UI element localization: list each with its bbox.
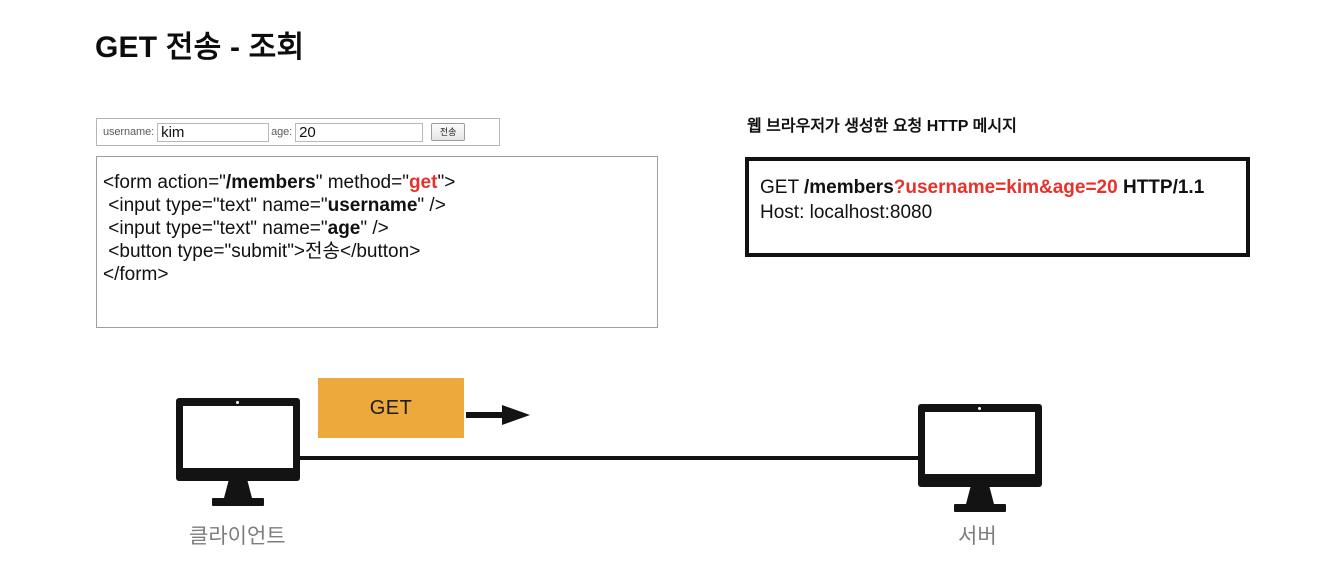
- text-segment: " method=": [315, 172, 409, 193]
- text-segment: HTTP/1.1: [1117, 177, 1205, 198]
- age-label: age:: [271, 126, 293, 138]
- network-connection-line: [300, 456, 922, 460]
- get-request-label: GET: [369, 396, 413, 419]
- client-server-diagram: GET 클라이언트 서버: [0, 360, 1330, 574]
- get-request-box: GET: [318, 378, 464, 438]
- http-message-box: GET /members?username=kim&age=20 HTTP/1.…: [745, 157, 1250, 257]
- text-segment: /members: [225, 172, 316, 193]
- text-segment: GET: [760, 177, 804, 198]
- page-title: GET 전송 - 조회: [95, 31, 305, 64]
- monitor-stand-base: [212, 498, 264, 506]
- text-segment: </form>: [103, 264, 169, 285]
- text-segment: age: [327, 218, 361, 239]
- code-line: <button type="submit">전송</button>: [103, 240, 657, 263]
- monitor-camera-dot: [978, 407, 981, 410]
- http-line: GET /members?username=kim&age=20 HTTP/1.…: [760, 175, 1246, 200]
- text-segment: username: [327, 195, 418, 216]
- text-segment: ">: [437, 172, 456, 193]
- text-segment: <input type="text" name=": [103, 218, 328, 239]
- code-line: </form>: [103, 263, 657, 286]
- text-segment: <input type="text" name=": [103, 195, 328, 216]
- text-segment: ?username=kim&age=20: [893, 177, 1118, 198]
- code-line-list: <form action="/members" method="get"> <i…: [103, 171, 657, 286]
- monitor-stand-neck: [224, 481, 252, 498]
- http-line-list: GET /members?username=kim&age=20 HTTP/1.…: [760, 175, 1246, 225]
- monitor-stand-neck: [966, 487, 994, 504]
- text-segment: <form action=": [103, 172, 226, 193]
- code-line: <input type="text" name="age" />: [103, 217, 657, 240]
- text-segment: " />: [360, 218, 389, 239]
- monitor-camera-dot: [236, 401, 239, 404]
- code-line: <form action="/members" method="get">: [103, 171, 657, 194]
- client-label: 클라이언트: [189, 525, 286, 548]
- username-label: username:: [103, 126, 155, 138]
- text-segment: " />: [417, 195, 446, 216]
- http-message-heading: 웹 브라우저가 생성한 요청 HTTP 메시지: [747, 118, 1017, 135]
- request-direction-arrow-icon: [466, 405, 530, 425]
- monitor-screen: [183, 406, 293, 468]
- monitor-stand-base: [954, 504, 1006, 512]
- html-source-code-box: <form action="/members" method="get"> <i…: [96, 156, 658, 328]
- monitor-screen: [925, 412, 1035, 474]
- text-segment: Host: localhost:8080: [760, 202, 933, 223]
- http-line: Host: localhost:8080: [760, 200, 1246, 225]
- text-segment: <button type="submit">전송</button>: [103, 241, 421, 262]
- browser-form-bar: username: age: 전송: [96, 118, 500, 146]
- server-label: 서버: [958, 525, 997, 548]
- age-input[interactable]: [295, 122, 424, 142]
- submit-button[interactable]: 전송: [431, 123, 466, 141]
- text-segment: get: [408, 172, 438, 193]
- text-segment: /members: [804, 177, 894, 198]
- code-line: <input type="text" name="username" />: [103, 194, 657, 217]
- username-input[interactable]: [157, 122, 270, 142]
